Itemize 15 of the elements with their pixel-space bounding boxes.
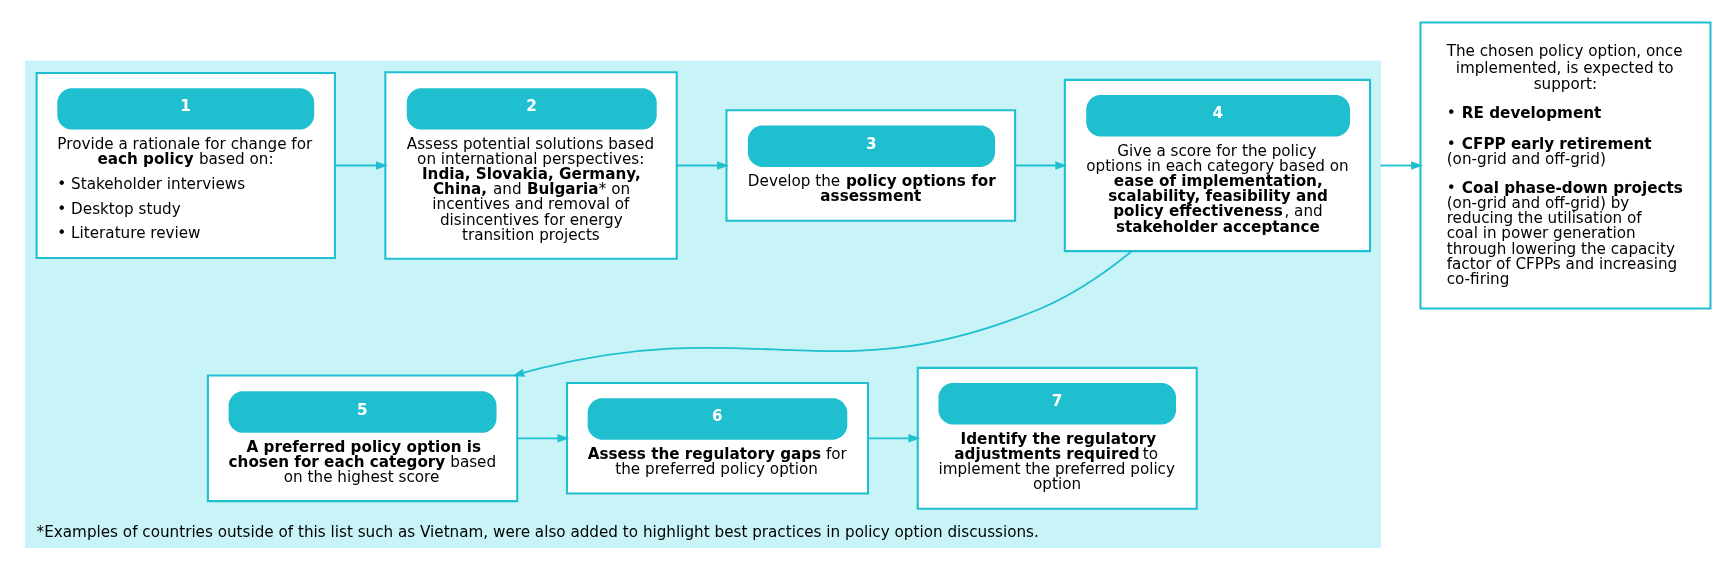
arrow: [675, 160, 729, 170]
arrow: [866, 433, 920, 442]
node-box: 7 Identify the regulatory adjustments required to implement the preferred policy option: [916, 366, 1198, 510]
node-box: 4 Give a score for the policy options in each category based on ease of implementation, scalability, feasibility and policy effectiveness, and stakeholder acceptance: [1063, 78, 1371, 252]
arrow: [1379, 160, 1423, 170]
arrow: [1014, 160, 1067, 170]
node-box: 3 Develop the policy options for assessment: [724, 108, 1016, 222]
node-box: 1 Provide a rationale for change for each policy based on: • Stakeholder interviews • Desktop study • Literature review: [35, 71, 336, 259]
node-box: 5 A preferred policy option is chosen for each category based on the highest score: [206, 373, 518, 502]
arrow: [516, 433, 569, 442]
arrow: [334, 160, 388, 170]
arrow: [511, 250, 1132, 377]
node-box: 2 Assess potential solutions based on international perspectives: India, Slovakia, Germany, China, and Bulgaria* on incentives and removal of disincentives for energy transition projects: [383, 70, 678, 260]
node-box: 6 Assess the regulatory gaps for the preferred policy option: [565, 381, 869, 495]
node-box: The chosen policy option, once implemented, is expected to support: • RE development • CFPP early retirement (on-grid and off-grid) • Coal phase-down projects (on-grid and off-grid) by reducing the utilisation of coal in power generation through lowering the capacity factor of CFPPs and increasing co-firing: [1418, 21, 1711, 309]
